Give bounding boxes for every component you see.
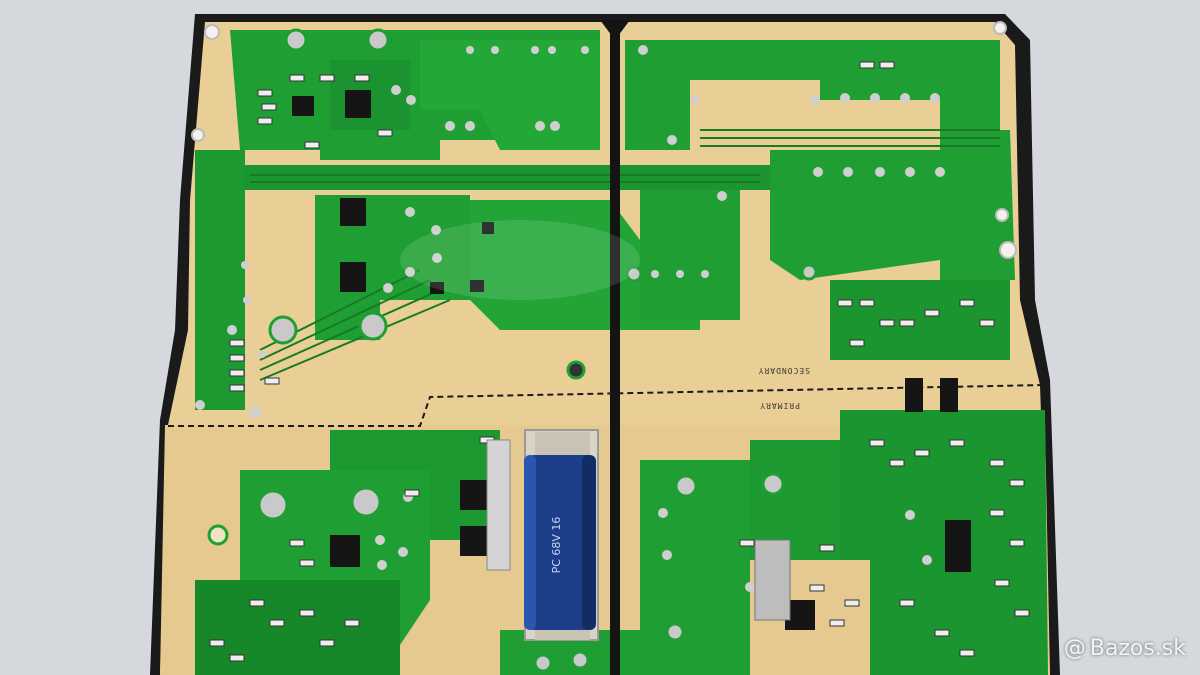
solder-pads xyxy=(257,28,818,673)
watermark: @ Bazos.sk xyxy=(1064,636,1186,661)
mounting-holes xyxy=(191,21,1017,546)
capacitor-label: PC 68V 16 xyxy=(550,517,563,574)
watermark-text: Bazos.sk xyxy=(1089,636,1186,661)
primary-label: PRIMARY xyxy=(759,401,800,410)
at-sign-icon: @ xyxy=(1063,636,1086,661)
transistor-heatsinks xyxy=(486,439,791,621)
smd-resistors xyxy=(209,61,1030,662)
smd-chips xyxy=(292,90,971,630)
secondary-label: SECONDARY xyxy=(758,366,810,375)
through-hole-pins xyxy=(195,45,945,592)
trace-lines xyxy=(250,129,1000,381)
isolation-slot xyxy=(610,30,620,675)
electrolytic-capacitor: PC 68V 16 xyxy=(524,455,596,630)
